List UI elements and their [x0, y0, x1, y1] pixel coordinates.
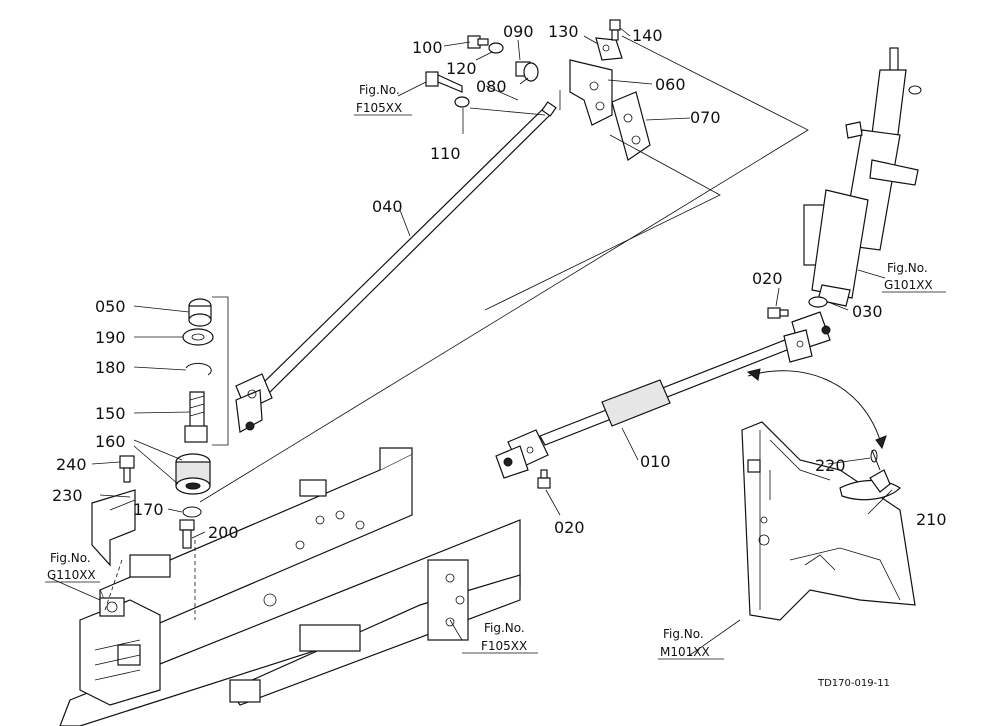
label-230: 230	[52, 486, 83, 505]
label-010: 010	[640, 452, 671, 471]
fig-ref-code: F105XX	[481, 639, 527, 653]
label-210: 210	[916, 510, 947, 529]
figure-reference-g101: Fig.No. G101XX	[882, 261, 946, 293]
label-150: 150	[95, 404, 126, 423]
shaft-040	[235, 101, 557, 433]
cabin-body-panel	[741, 368, 916, 621]
label-110: 110	[430, 144, 461, 163]
fig-ref-code: F105XX	[356, 101, 402, 115]
label-220: 220	[815, 456, 846, 475]
fig-ref-label: Fig.No.	[359, 83, 400, 97]
label-130: 130	[548, 22, 579, 41]
label-090: 090	[503, 22, 534, 41]
fig-ref-code: M101XX	[660, 645, 710, 659]
label-170: 170	[133, 500, 164, 519]
label-140: 140	[632, 26, 663, 45]
drawing-code: TD170-019-11	[817, 678, 890, 689]
figure-reference-f105-bottom: Fig.No. F105XX	[462, 621, 538, 654]
bolt-020-upper	[767, 307, 789, 319]
bolt-020-lower	[537, 469, 551, 489]
label-050: 050	[95, 297, 126, 316]
lower-shaft-parts	[104, 296, 229, 620]
part-number-labels: 010 020 020 030 040 050 060 070 080 090 …	[52, 22, 947, 542]
shaft-010	[495, 311, 831, 479]
label-100: 100	[412, 38, 443, 57]
steering-column	[803, 47, 922, 307]
label-060: 060	[655, 75, 686, 94]
upper-hardware	[199, 19, 809, 503]
fig-ref-label: Fig.No.	[484, 621, 525, 635]
figure-reference-f105-top: Fig.No. F105XX	[354, 83, 412, 116]
figure-reference-g110: Fig.No. G110XX	[45, 551, 100, 583]
label-070: 070	[690, 108, 721, 127]
label-160: 160	[95, 432, 126, 451]
label-190: 190	[95, 328, 126, 347]
ring-030	[808, 296, 828, 308]
label-080: 080	[476, 77, 507, 96]
label-240: 240	[56, 455, 87, 474]
label-020-upper: 020	[752, 269, 783, 288]
fig-ref-code: G101XX	[884, 278, 933, 292]
label-200: 200	[208, 523, 239, 542]
fig-ref-label: Fig.No.	[887, 261, 928, 275]
bracket-230	[91, 489, 136, 567]
bolt-240	[119, 455, 135, 483]
label-180: 180	[95, 358, 126, 377]
leader-lines	[49, 27, 893, 656]
chassis-frame	[59, 447, 521, 726]
label-120: 120	[446, 59, 477, 78]
fig-ref-code: G110XX	[47, 568, 96, 582]
fig-ref-label: Fig.No.	[663, 627, 704, 641]
fig-ref-label: Fig.No.	[50, 551, 91, 565]
figure-reference-m101: Fig.No. M101XX	[658, 627, 724, 660]
label-040: 040	[372, 197, 403, 216]
label-020-lower: 020	[554, 518, 585, 537]
label-030: 030	[852, 302, 883, 321]
